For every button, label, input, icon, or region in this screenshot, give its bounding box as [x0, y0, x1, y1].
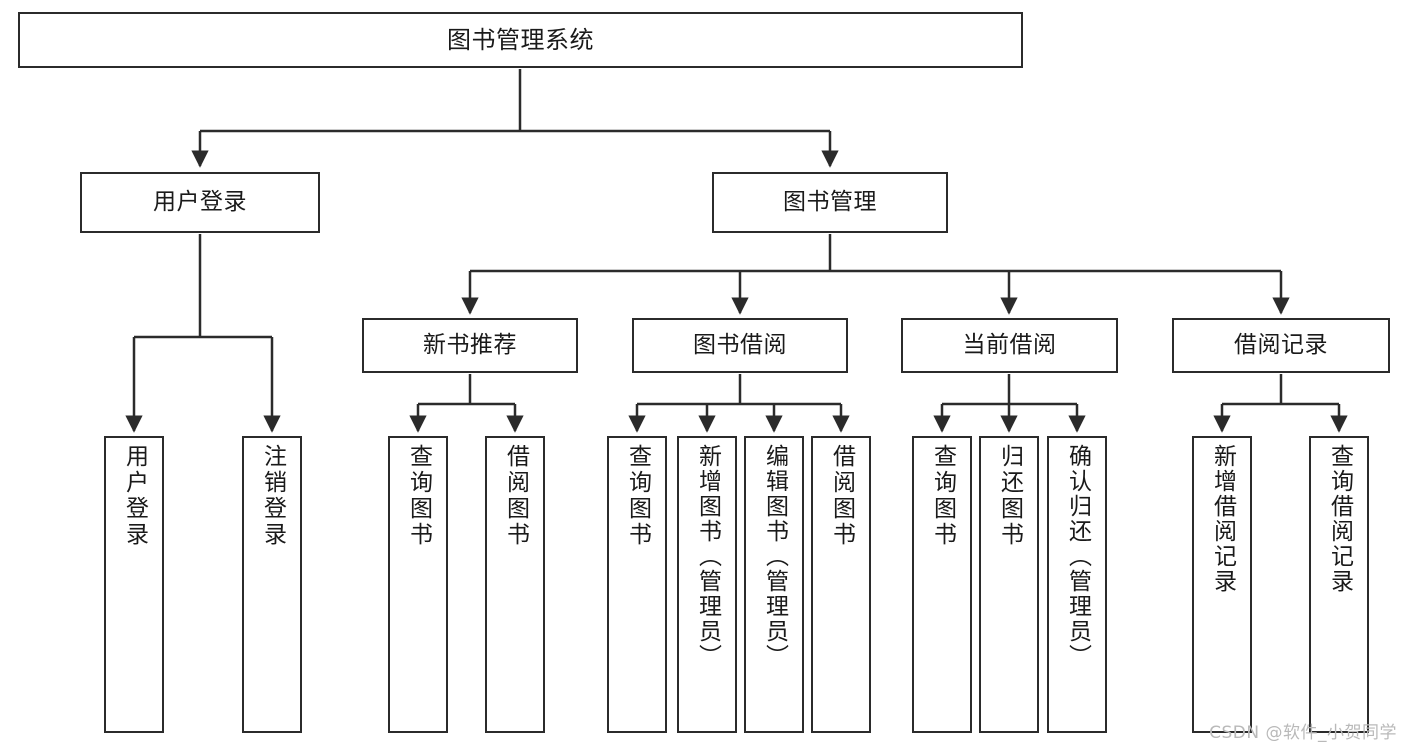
- leaf-new-book-query[interactable]: 查询图书: [388, 436, 448, 733]
- leaf-borrow-borrow-book[interactable]: 借阅图书: [811, 436, 871, 733]
- leaf-new-book-borrow-label: 借阅图书: [502, 444, 529, 548]
- leaf-current-return-book[interactable]: 归还图书: [979, 436, 1039, 733]
- node-book-borrow-label: 图书借阅: [693, 331, 787, 358]
- node-root[interactable]: 图书管理系统: [18, 12, 1023, 68]
- leaf-borrow-edit-book-label: 编辑图书（管理员）: [761, 444, 788, 669]
- node-book-management-label: 图书管理: [783, 188, 877, 215]
- leaf-borrow-query-book[interactable]: 查询图书: [607, 436, 667, 733]
- node-book-management[interactable]: 图书管理: [712, 172, 948, 233]
- leaf-borrow-borrow-book-label: 借阅图书: [828, 444, 855, 548]
- node-new-book-recommend[interactable]: 新书推荐: [362, 318, 578, 373]
- node-book-borrow[interactable]: 图书借阅: [632, 318, 848, 373]
- leaf-borrow-edit-book[interactable]: 编辑图书（管理员）: [744, 436, 804, 733]
- node-user-login-label: 用户登录: [153, 188, 247, 215]
- node-borrow-record[interactable]: 借阅记录: [1172, 318, 1390, 373]
- leaf-current-query-book-label: 查询图书: [929, 444, 956, 548]
- leaf-user-login-logout[interactable]: 注销登录: [242, 436, 302, 733]
- leaf-record-add-record[interactable]: 新增借阅记录: [1192, 436, 1252, 733]
- leaf-current-return-book-label: 归还图书: [996, 444, 1023, 548]
- node-new-book-recommend-label: 新书推荐: [423, 331, 517, 358]
- leaf-user-login-logout-label: 注销登录: [259, 444, 286, 548]
- leaf-record-query-record[interactable]: 查询借阅记录: [1309, 436, 1369, 733]
- leaf-record-add-record-label: 新增借阅记录: [1209, 444, 1236, 594]
- leaf-current-confirm-return-label: 确认归还（管理员）: [1064, 444, 1091, 669]
- node-current-borrow[interactable]: 当前借阅: [901, 318, 1118, 373]
- leaf-new-book-query-label: 查询图书: [405, 444, 432, 548]
- node-root-label: 图书管理系统: [447, 25, 594, 54]
- leaf-current-confirm-return[interactable]: 确认归还（管理员）: [1047, 436, 1107, 733]
- leaf-current-query-book[interactable]: 查询图书: [912, 436, 972, 733]
- leaf-user-login-login[interactable]: 用户登录: [104, 436, 164, 733]
- leaf-user-login-login-label: 用户登录: [121, 444, 148, 548]
- node-borrow-record-label: 借阅记录: [1234, 331, 1328, 358]
- node-current-borrow-label: 当前借阅: [962, 331, 1057, 358]
- leaf-borrow-add-book[interactable]: 新增图书（管理员）: [677, 436, 737, 733]
- leaf-record-query-record-label: 查询借阅记录: [1326, 444, 1353, 594]
- csdn-watermark: CSDN @软件_小贺同学: [1209, 723, 1397, 743]
- leaf-borrow-query-book-label: 查询图书: [624, 444, 651, 548]
- leaf-borrow-add-book-label: 新增图书（管理员）: [694, 444, 721, 669]
- leaf-new-book-borrow[interactable]: 借阅图书: [485, 436, 545, 733]
- node-user-login[interactable]: 用户登录: [80, 172, 320, 233]
